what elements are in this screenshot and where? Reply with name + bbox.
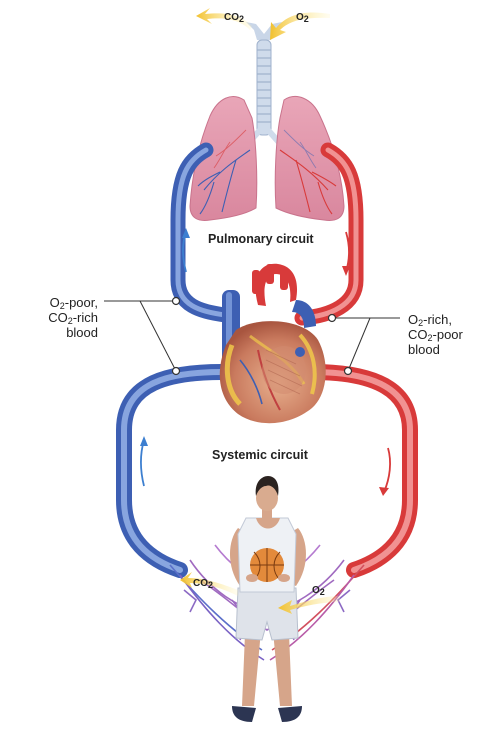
tissue-o2-label: O2	[312, 585, 325, 597]
tissue-o2-arrow	[278, 596, 340, 614]
oxygen-rich-blood-label: O2-rich, CO2-poor blood	[408, 312, 463, 357]
flow-arrow-down-pulmonary	[342, 231, 350, 276]
left-lung	[189, 96, 258, 221]
trachea	[241, 22, 287, 151]
flow-arrow-up-systemic	[140, 436, 148, 487]
flow-arrow-down-systemic	[379, 447, 391, 496]
right-label-leaders	[332, 317, 400, 372]
systemic-circuit-title: Systemic circuit	[212, 448, 308, 462]
tissue-co2-arrow	[180, 572, 238, 596]
pulmonary-circuit-title: Pulmonary circuit	[208, 232, 314, 246]
heart	[219, 263, 326, 424]
tissue-co2-label: CO2	[193, 578, 214, 590]
leader-endpoint-markers	[171, 296, 353, 376]
left-label-leaders	[104, 300, 177, 372]
co2-exhale-arrow	[196, 8, 252, 30]
oxygen-poor-blood-label: O2-poor, CO2-rich blood	[48, 295, 98, 340]
flow-arrow-up-pulmonary	[182, 228, 190, 273]
top-o2-label: O2	[296, 12, 309, 24]
right-lung	[274, 96, 345, 221]
athlete-figure	[230, 476, 306, 722]
top-co2-label: CO2	[224, 12, 245, 24]
o2-inhale-arrow	[270, 12, 330, 40]
